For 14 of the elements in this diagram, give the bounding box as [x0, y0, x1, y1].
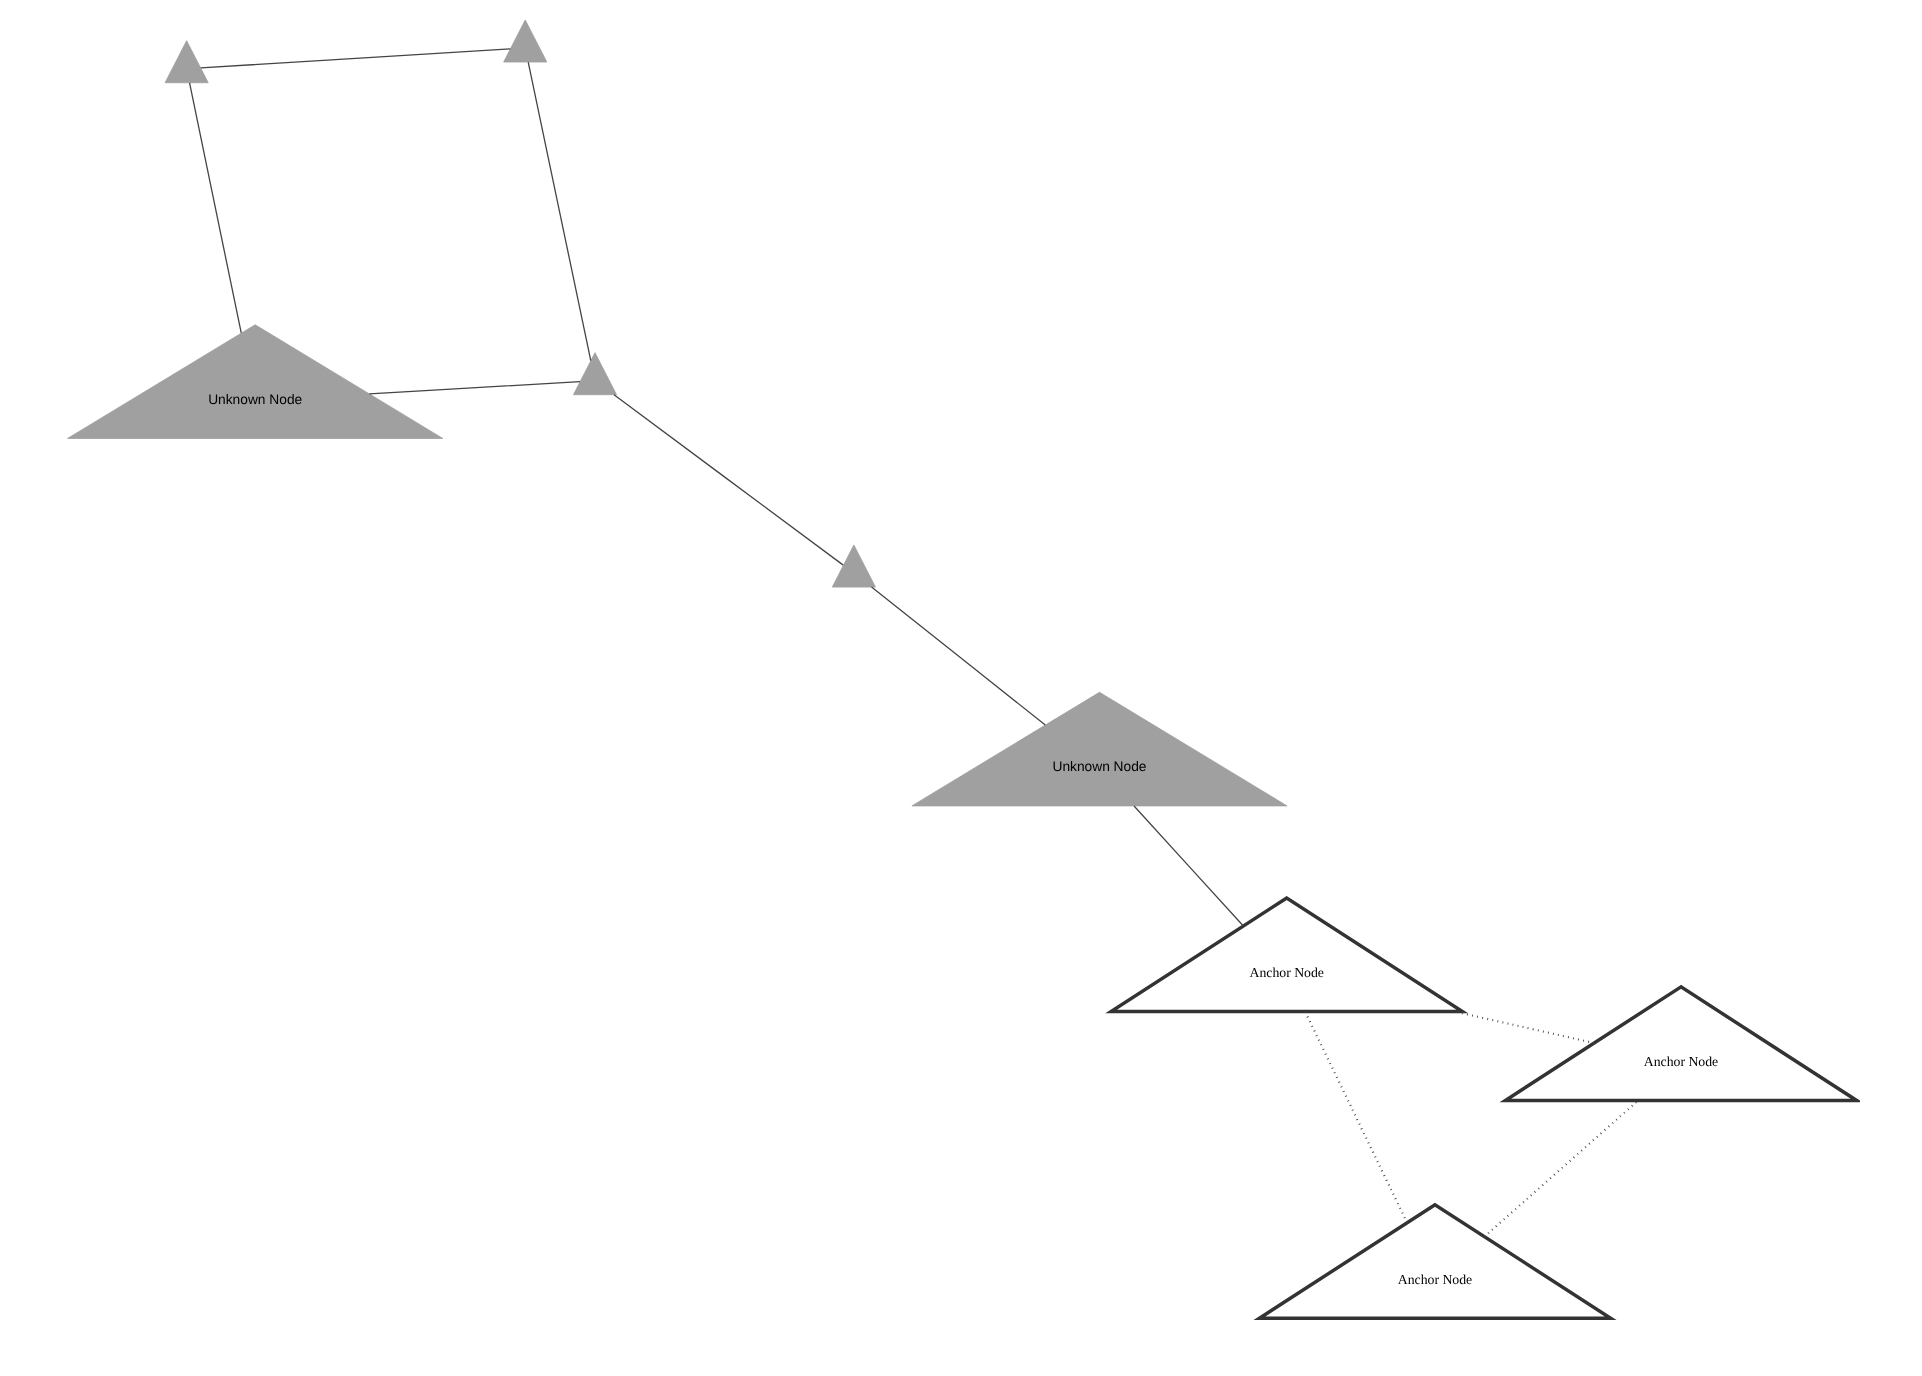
node-picture: [572, 352, 616, 396]
node-picture: [163, 40, 208, 84]
connector: [199, 48, 510, 69]
connector: [1303, 1011, 1407, 1223]
connector: [1482, 1099, 1638, 1238]
connector: [612, 394, 843, 566]
node-picture: [830, 544, 875, 588]
connector: [367, 380, 580, 395]
connector: [1132, 805, 1243, 927]
node-picture: [502, 19, 547, 63]
connector: [187, 82, 241, 334]
connector: [526, 61, 591, 362]
connector: [869, 586, 1045, 726]
connector: [1453, 1010, 1594, 1045]
